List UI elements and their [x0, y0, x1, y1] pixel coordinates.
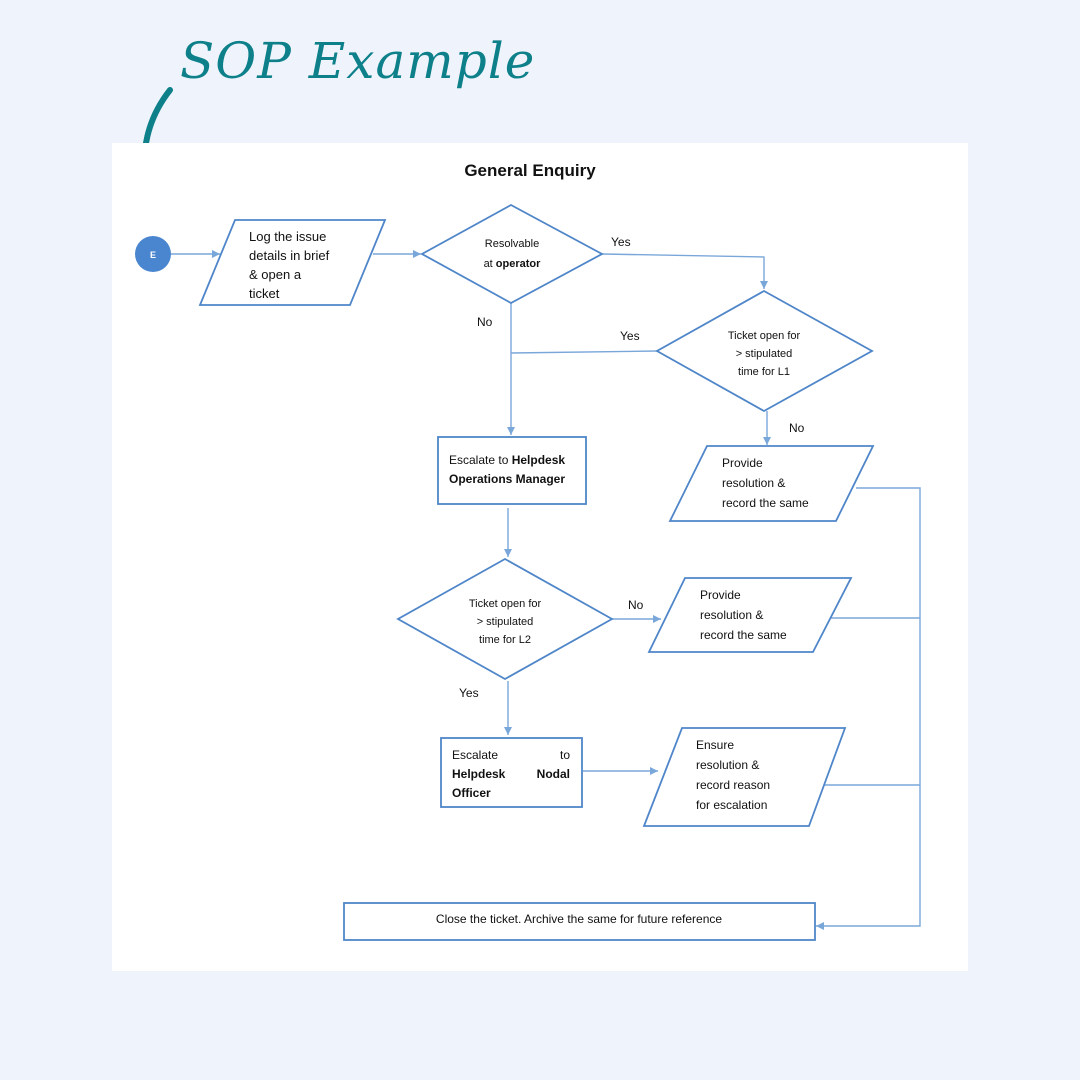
step-provide-resolution-l2-line: record the same	[700, 628, 787, 642]
step-ensure-resolution-line: record reason	[696, 778, 770, 792]
decision-l1-line: time for L1	[738, 366, 790, 378]
step-escalate-nodal-officer-line: Escalate	[452, 748, 498, 762]
connectors	[170, 250, 921, 930]
label-no-l2: No	[628, 598, 644, 612]
step-provide-resolution-l2	[647, 577, 853, 653]
step-log-issue-line: ticket	[249, 286, 280, 301]
step-escalate-ops-manager-line: Operations Manager	[449, 472, 565, 486]
step-provide-resolution-l1-line: resolution &	[722, 476, 785, 490]
step-log-issue-line: Log the issue	[249, 229, 326, 244]
decision-l2	[396, 557, 614, 681]
step-provide-resolution-l2-line: Provide	[700, 588, 741, 602]
decision-resolvable-line: at operator	[484, 258, 542, 270]
decision-resolvable	[420, 203, 604, 305]
step-ensure-resolution-line: resolution &	[696, 758, 759, 772]
decision-l2-line: time for L2	[479, 634, 531, 646]
step-close-ticket	[343, 902, 816, 941]
step-log-issue-line: details in brief	[249, 248, 330, 263]
step-log-issue-line: & open a	[249, 267, 302, 282]
step-escalate-nodal-officer	[440, 737, 583, 808]
diagram-card: General Enquiry E Log the issue details …	[112, 143, 968, 971]
decision-l1-line: > stipulated	[736, 348, 793, 360]
decision-l1	[655, 289, 874, 413]
step-provide-resolution-l1-line: record the same	[722, 496, 809, 510]
label-yes-l1: Yes	[620, 329, 640, 343]
step-provide-resolution-l1	[668, 445, 875, 522]
step-escalate-ops-manager-line: Escalate to Helpdesk	[449, 453, 565, 467]
label-no-resolvable: No	[477, 315, 493, 329]
decision-resolvable-line: Resolvable	[485, 238, 539, 250]
step-ensure-resolution	[642, 727, 847, 827]
step-close-ticket-label: Close the ticket. Archive the same for f…	[436, 912, 722, 926]
step-ensure-resolution-line: for escalation	[696, 798, 767, 812]
step-escalate-nodal-officer-line: Helpdesk	[452, 767, 506, 781]
label-no-l1: No	[789, 421, 805, 435]
banner-title: SOP Example	[180, 32, 536, 90]
step-escalate-nodal-officer-line: Nodal	[537, 767, 570, 781]
diagram-title: General Enquiry	[464, 161, 596, 180]
flowchart: General Enquiry E Log the issue details …	[135, 161, 921, 941]
decision-l2-line: Ticket open for	[469, 598, 542, 610]
step-escalate-nodal-officer-line: to	[560, 748, 570, 762]
step-provide-resolution-l2-line: resolution &	[700, 608, 763, 622]
start-node	[135, 236, 171, 272]
step-escalate-nodal-officer-line: Officer	[452, 786, 491, 800]
label-yes-resolvable: Yes	[611, 235, 631, 249]
decision-l1-line: Ticket open for	[728, 330, 801, 342]
step-ensure-resolution-line: Ensure	[696, 738, 734, 752]
label-yes-l2: Yes	[459, 686, 479, 700]
step-escalate-ops-manager	[437, 436, 587, 505]
decision-l2-line: > stipulated	[477, 616, 534, 628]
step-provide-resolution-l1-line: Provide	[722, 456, 763, 470]
step-log-issue	[198, 219, 387, 306]
start-node-label: E	[150, 250, 156, 260]
